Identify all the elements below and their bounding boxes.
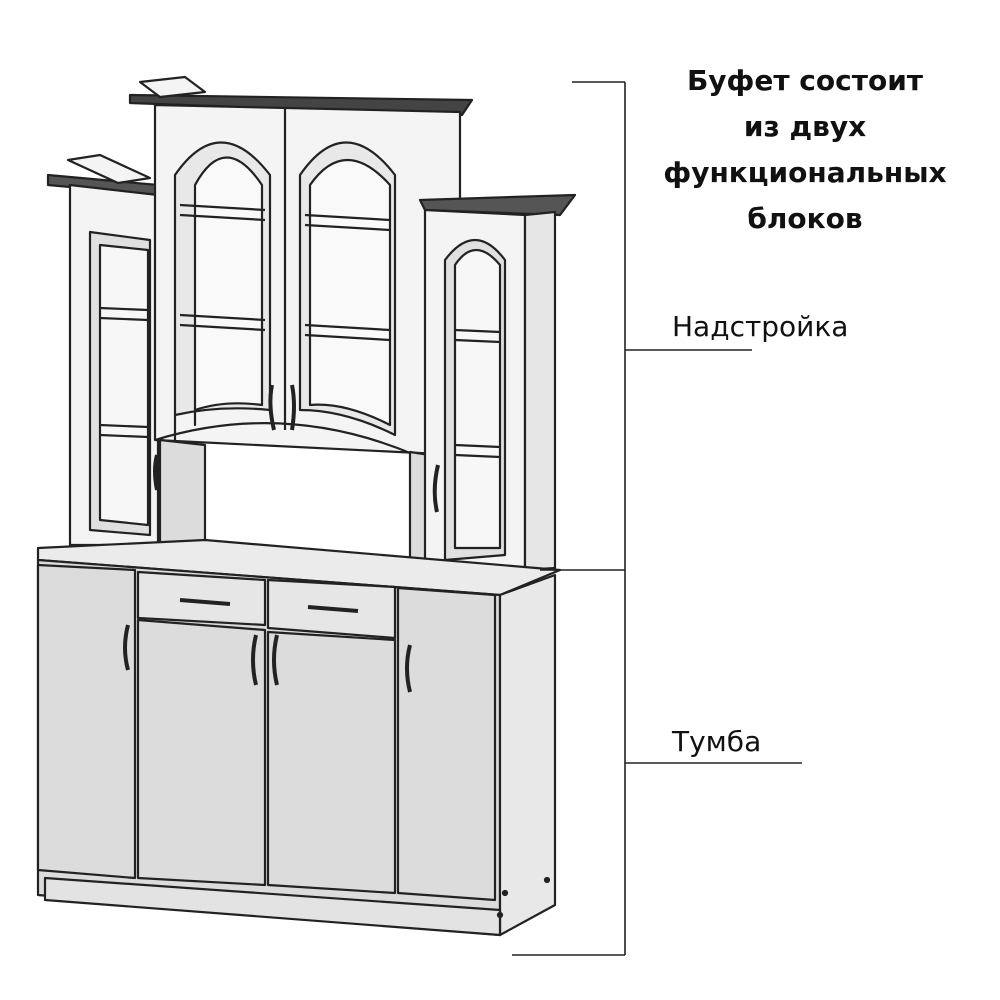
base-center-door-right bbox=[266, 630, 397, 895]
annotation-brackets bbox=[512, 81, 802, 956]
caption-line: блоков bbox=[747, 202, 863, 235]
hutch-right-tower bbox=[418, 193, 577, 572]
caption: Буфет состоит из двух функциональных бло… bbox=[640, 58, 970, 242]
label-lower-block: Тумба bbox=[672, 725, 762, 758]
label-upper-block: Надстройка bbox=[672, 310, 849, 343]
caption-line: Буфет состоит bbox=[686, 64, 924, 97]
base-drawer-left bbox=[136, 570, 267, 627]
hutch-left-tower bbox=[46, 153, 160, 547]
base-right-door bbox=[396, 586, 497, 902]
hutch-upper-block bbox=[46, 75, 577, 572]
base-center-door-left bbox=[136, 618, 267, 887]
caption-line: из двух bbox=[743, 110, 867, 143]
caption-line: функциональных bbox=[663, 156, 947, 189]
base-cabinet bbox=[36, 538, 562, 937]
hutch-center-tower bbox=[128, 75, 474, 567]
base-drawer-right bbox=[266, 578, 397, 640]
base-left-door bbox=[36, 563, 137, 880]
